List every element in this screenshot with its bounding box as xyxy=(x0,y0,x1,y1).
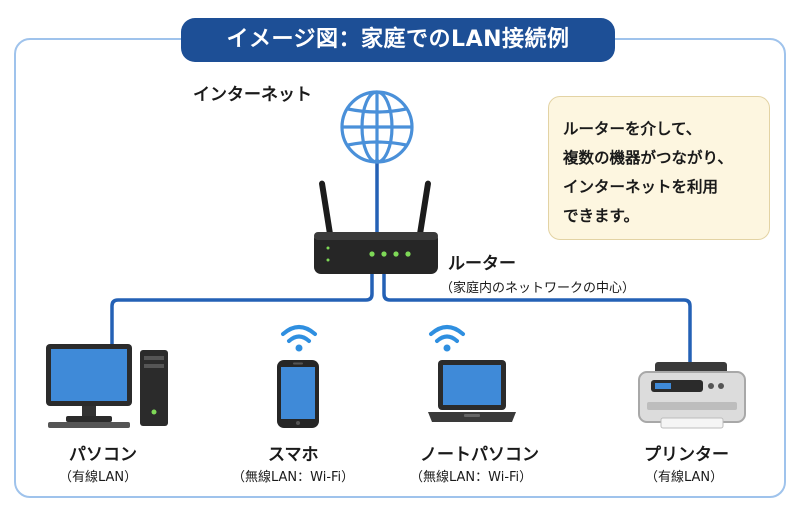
router-sublabel: （家庭内のネットワークの中心） xyxy=(440,281,636,296)
desktop-pc-icon xyxy=(46,344,168,428)
wifi-icon xyxy=(281,325,317,352)
device-label-printer: プリンター xyxy=(644,445,729,465)
device-sublabel-laptop: （無線LAN：Wi-Fi） xyxy=(410,470,533,485)
device-sublabel-smartphone: （無線LAN：Wi-Fi） xyxy=(232,470,355,485)
note-line: できます。 xyxy=(563,207,639,225)
router-icon xyxy=(314,180,438,274)
smartphone-icon xyxy=(277,360,319,428)
device-sublabel-printer: （有線LAN） xyxy=(645,470,724,485)
device-label-pc: パソコン xyxy=(69,445,137,465)
printer-icon xyxy=(638,362,746,429)
note-box: ルーターを介して、 複数の機器がつながり、 インターネットを利用 できます。 xyxy=(548,96,770,240)
router-label: ルーター xyxy=(448,254,516,274)
device-sublabel-pc: （有線LAN） xyxy=(59,470,138,485)
laptop-icon xyxy=(428,360,516,422)
globe-icon xyxy=(340,90,414,164)
device-label-smartphone: スマホ xyxy=(268,445,319,465)
note-line: ルーターを介して、 xyxy=(563,120,702,138)
wire-router-pc xyxy=(110,270,374,348)
wire-router-printer xyxy=(382,270,692,370)
note-line: 複数の機器がつながり、 xyxy=(563,149,733,167)
internet-label: インターネット xyxy=(193,85,312,105)
device-label-laptop: ノートパソコン xyxy=(420,445,539,465)
wifi-icon xyxy=(429,325,465,352)
note-line: インターネットを利用 xyxy=(563,178,719,196)
diagram-title: イメージ図：家庭でのLAN接続例 xyxy=(181,18,615,62)
